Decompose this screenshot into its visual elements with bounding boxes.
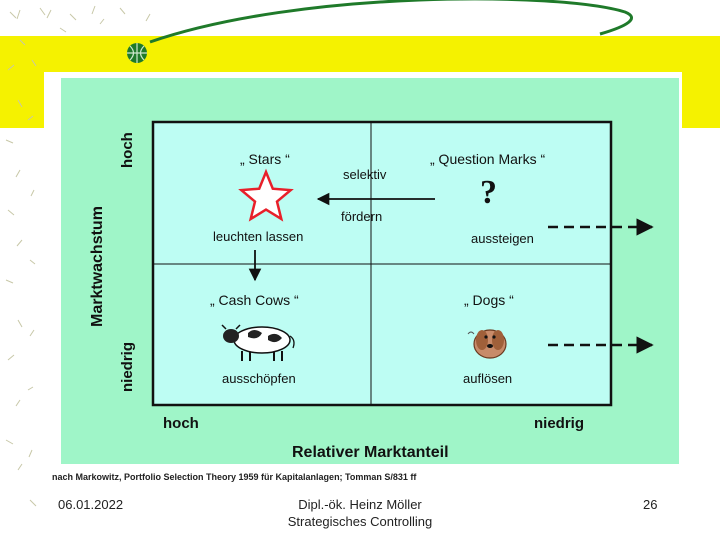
dogs-title: „ Dogs “ [464, 292, 514, 308]
arrow-label-foerdern: fördern [341, 209, 383, 224]
question-marks-title: „ Question Marks “ [430, 151, 546, 167]
swoosh-curve [149, 0, 633, 44]
question-marks-action: aussteigen [471, 231, 534, 246]
y-axis-high: hoch [119, 132, 136, 168]
x-axis-high: hoch [163, 415, 199, 432]
pattern-texture [5, 5, 151, 507]
cash-cows-title: „ Cash Cows “ [210, 292, 299, 308]
source-note: nach Markowitz, Portfolio Selection Theo… [52, 472, 417, 482]
footer-subtitle: Strategisches Controlling [287, 514, 433, 529]
x-axis-label: Relativer Marktanteil [292, 444, 449, 461]
globe-icon [127, 43, 147, 63]
dogs-action: auflösen [463, 371, 513, 386]
dog-icon [467, 329, 507, 359]
y-axis-label: Marktwachstum [89, 206, 106, 327]
cash-cows-action: ausschöpfen [222, 371, 296, 386]
footer-date: 06.01.2022 [58, 497, 124, 512]
star-icon [238, 168, 294, 222]
question-mark-icon: ? [480, 174, 497, 211]
footer-author: Dipl.-ök. Heinz Möller [298, 497, 422, 512]
stars-title: „ Stars “ [240, 151, 290, 167]
y-axis-low: niedrig [119, 341, 136, 392]
stars-action: leuchten lassen [213, 229, 304, 244]
arrow-label-selektiv: selektiv [343, 167, 387, 182]
cow-icon [221, 324, 295, 361]
x-axis-low: niedrig [534, 415, 585, 432]
page-number: 26 [643, 497, 658, 512]
